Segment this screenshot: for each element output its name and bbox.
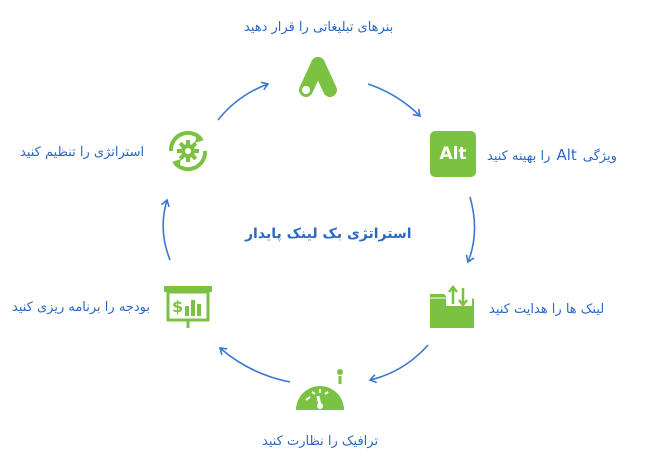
step-alt-label-after: را بهینه کنید (487, 149, 551, 164)
google-ads-icon (292, 52, 344, 102)
step-alt-label-before: ویژگی (582, 149, 617, 164)
step-budget-label: بودجه را برنامه ریزی کنید (12, 300, 150, 315)
alt-text-icon: Alt (430, 131, 476, 177)
step-strategy-label: استراتژی را تنظیم کنید (20, 145, 145, 160)
arrow-budget-to-strategy (160, 198, 171, 261)
arrow-alt-to-links (465, 196, 476, 264)
gear-cycle-icon (165, 128, 211, 174)
budget-board-icon: $ (163, 282, 213, 330)
step-traffic-label: ترافیک را نظارت کنید (262, 434, 379, 449)
step-ads-label: بنرهای تبلیغاتی را قرار دهید (244, 20, 394, 35)
folder-arrows-icon (428, 282, 476, 330)
alt-icon-text: Alt (439, 144, 467, 164)
step-alt-label: ویژگی Alt را بهینه کنید (487, 146, 617, 164)
step-links-label: لینک ها را هدایت کنید (489, 302, 605, 317)
speedometer-icon (294, 366, 346, 414)
svg-text:$: $ (172, 297, 183, 316)
arrow-traffic-to-budget (218, 347, 291, 383)
arrow-ads-to-alt (367, 83, 422, 118)
arrow-links-to-traffic (368, 344, 429, 384)
step-alt-label-alt: Alt (556, 146, 577, 164)
center-title: استراتژی بک لینک پایدار (245, 226, 412, 242)
arrow-strategy-to-ads (217, 81, 270, 121)
